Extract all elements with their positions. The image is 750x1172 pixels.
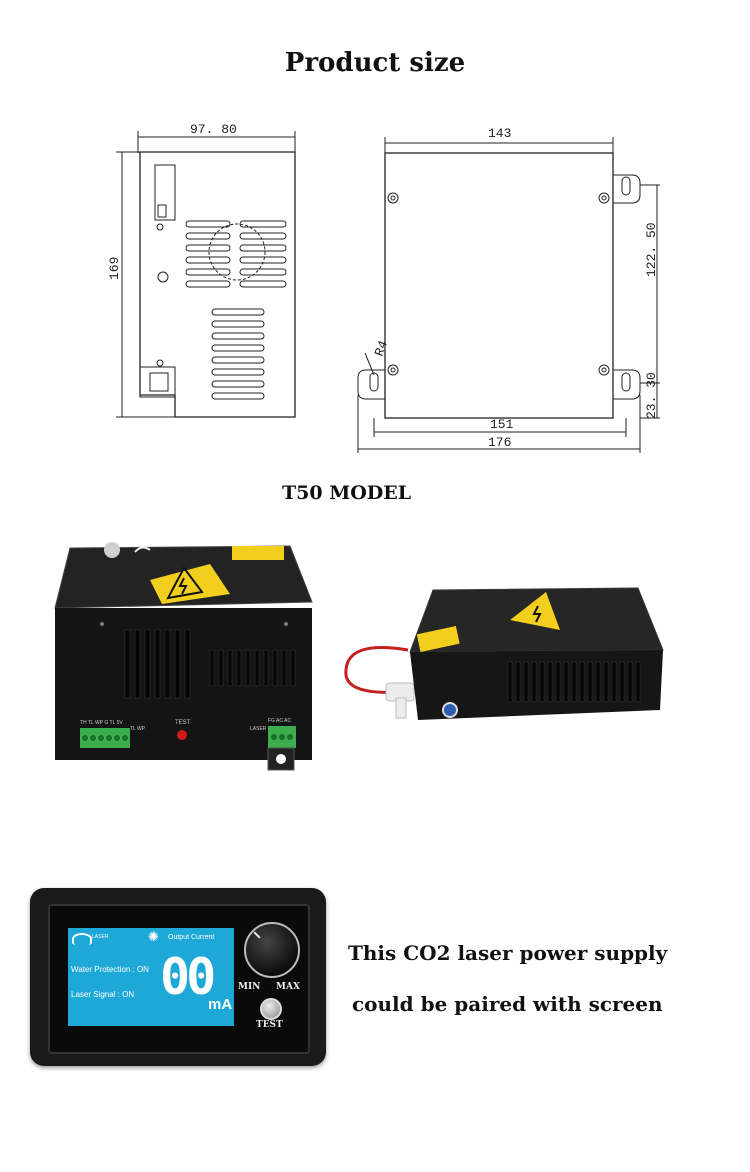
outer-width-label: 176 bbox=[488, 435, 511, 450]
current-unit: mA bbox=[208, 996, 233, 1013]
dimension-drawing: 97. 80 169 bbox=[107, 122, 660, 453]
knob-max-label: MAX bbox=[276, 982, 300, 992]
display-panel: LASER ✺ Output Current Water Protection … bbox=[30, 888, 326, 1066]
blue-terminal bbox=[442, 702, 458, 718]
radius-label: R4 bbox=[372, 338, 391, 358]
panel-test-button[interactable] bbox=[260, 998, 282, 1020]
left-terminal-tag: TL WP bbox=[130, 726, 146, 732]
label-sticker bbox=[232, 546, 284, 560]
lcd-brand: LASER bbox=[92, 934, 109, 940]
lcd-screen: LASER ✺ Output Current Water Protection … bbox=[68, 928, 234, 1026]
fan-cap bbox=[104, 542, 120, 558]
water-protection-label: Water Protection : ON bbox=[71, 965, 149, 974]
side-width-label: 97. 80 bbox=[190, 122, 237, 137]
right-terminal-block bbox=[268, 726, 296, 748]
left-terminal-block bbox=[80, 728, 130, 748]
inner-width-label: 151 bbox=[490, 417, 514, 432]
caption-line-2: could be paired with screen bbox=[352, 992, 663, 1016]
right-terminal-labels: FG AC AC bbox=[268, 718, 291, 724]
top-width-label: 143 bbox=[488, 126, 511, 141]
top-view bbox=[357, 137, 660, 453]
bottom-offset-label: 23. 30 bbox=[644, 372, 659, 419]
logo-icon bbox=[72, 933, 92, 945]
right-terminal-tag: LASER bbox=[250, 726, 267, 732]
unit-test-label: TEST bbox=[175, 720, 191, 726]
unit-test-button bbox=[177, 730, 187, 740]
side-view bbox=[116, 131, 296, 418]
current-reading: 00 bbox=[160, 948, 216, 1006]
page-title: Product size bbox=[284, 48, 466, 78]
top-height-label: 122. 50 bbox=[644, 222, 659, 277]
laser-burst-icon: ✺ bbox=[148, 930, 159, 945]
left-terminal-labels: TH TL WP G TL 5V bbox=[80, 720, 123, 726]
display-bezel: LASER ✺ Output Current Water Protection … bbox=[48, 904, 310, 1054]
laser-signal-label: Laser Signal : ON bbox=[71, 990, 135, 999]
side-height-label: 169 bbox=[107, 257, 122, 280]
red-wire bbox=[344, 646, 409, 694]
front-unit-photo: TH TL WP G TL 5V TL WP TEST LASER FG AC … bbox=[54, 542, 313, 771]
caption-line-1: This CO2 laser power supply bbox=[348, 941, 668, 965]
knob-min-label: MIN bbox=[238, 982, 261, 992]
panel-test-label: TEST bbox=[256, 1020, 283, 1030]
current-knob[interactable] bbox=[244, 922, 300, 978]
output-current-label: Output Current bbox=[168, 934, 215, 941]
angled-unit-photo bbox=[344, 587, 664, 720]
model-label: T50 MODEL bbox=[282, 482, 412, 504]
